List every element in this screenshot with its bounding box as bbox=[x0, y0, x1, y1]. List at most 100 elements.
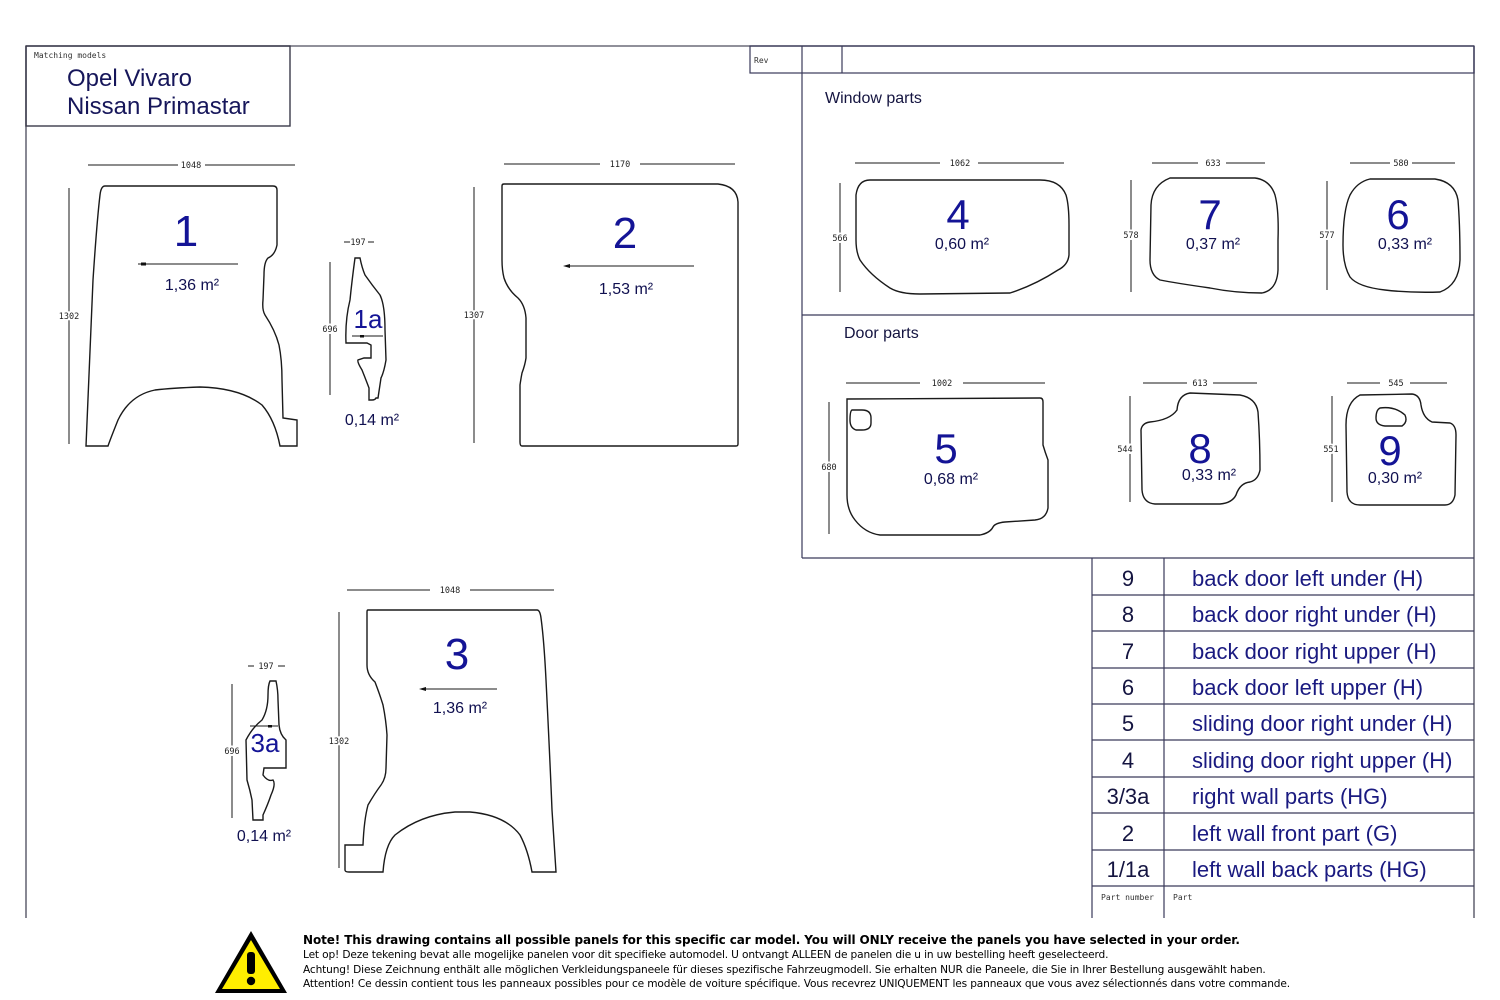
panel-1a-number: 1a bbox=[354, 304, 383, 334]
panel-7-width: 633 bbox=[1205, 159, 1220, 169]
table-row: 8 back door right under (H) bbox=[1122, 602, 1437, 627]
table-row: 2 left wall front part (G) bbox=[1122, 821, 1398, 846]
part-number-column-label: Part number bbox=[1101, 893, 1154, 902]
part-number: 1/1a bbox=[1107, 857, 1151, 882]
window-door-parts-frame: Window parts Door parts bbox=[801, 73, 1474, 559]
part-name: back door left under (H) bbox=[1192, 566, 1423, 591]
svg-text:000: 000 bbox=[1319, 231, 1334, 241]
panel-9-width: 545 bbox=[1388, 379, 1403, 389]
part-name: sliding door right upper (H) bbox=[1192, 748, 1452, 773]
panel-2-width: 1170 bbox=[610, 160, 630, 170]
panel-8-height: 544 bbox=[1117, 445, 1132, 455]
panel-8-width: 613 bbox=[1192, 379, 1207, 389]
part-number: 9 bbox=[1122, 566, 1134, 591]
part-number: 7 bbox=[1122, 639, 1134, 664]
note-english: Note! This drawing contains all possible… bbox=[303, 933, 1240, 947]
part-name: back door left upper (H) bbox=[1192, 675, 1423, 700]
panel-9-number: 9 bbox=[1378, 427, 1401, 474]
part-column-label: Part bbox=[1173, 893, 1192, 902]
panel-4-area: 0,60 m² bbox=[935, 236, 990, 253]
part-name: left wall back parts (HG) bbox=[1192, 857, 1427, 882]
part-name: right wall parts (HG) bbox=[1192, 784, 1388, 809]
panel-9-height: 551 bbox=[1323, 445, 1338, 455]
model-name-1: Opel Vivaro bbox=[67, 65, 192, 92]
panel-1a-width: 197 bbox=[350, 238, 365, 248]
model-name-2: Nissan Primastar bbox=[67, 93, 250, 120]
panel-1-number: 1 bbox=[174, 207, 198, 256]
panel-2-number: 2 bbox=[613, 209, 637, 258]
panel-7-area: 0,37 m² bbox=[1186, 236, 1241, 253]
table-row: 7 back door right upper (H) bbox=[1122, 639, 1437, 664]
panel-3: 1048 0000 1302 3 1,36 m² bbox=[327, 586, 557, 873]
panel-7: 633 000 578 7 0,37 m² bbox=[1121, 159, 1279, 294]
panel-3a-number: 3a bbox=[251, 728, 280, 758]
panel-3-height: 1302 bbox=[329, 737, 349, 747]
warning-icon bbox=[215, 931, 287, 993]
svg-text:000: 000 bbox=[1117, 445, 1132, 455]
note-french: Attention! Ce dessin contient tous les p… bbox=[303, 978, 1290, 990]
svg-text:000: 000 bbox=[1123, 231, 1138, 241]
part-number: 5 bbox=[1122, 711, 1134, 736]
panel-1-area: 1,36 m² bbox=[165, 277, 220, 294]
table-row: 9 back door left under (H) bbox=[1122, 566, 1423, 591]
part-number: 8 bbox=[1122, 602, 1134, 627]
parts-table: 9 back door left under (H) 8 back door r… bbox=[1091, 558, 1474, 918]
panel-7-height: 578 bbox=[1123, 231, 1138, 241]
panel-7-number: 7 bbox=[1198, 191, 1221, 238]
panel-4-height: 566 bbox=[832, 234, 847, 244]
panel-1: 1048 0000 1302 1 1,36 m² bbox=[57, 161, 298, 447]
note-german: Achtung! Diese Zeichnung enthält alle mö… bbox=[303, 963, 1266, 976]
svg-text:000: 000 bbox=[322, 325, 337, 335]
part-name: left wall front part (G) bbox=[1192, 821, 1397, 846]
note-dutch: Let op! Deze tekening bevat alle mogelij… bbox=[303, 949, 1109, 961]
panel-5-number: 5 bbox=[934, 425, 957, 472]
svg-text:0000: 0000 bbox=[329, 737, 349, 747]
table-row: 1/1a left wall back parts (HG) bbox=[1107, 857, 1427, 882]
panel-9: 545 000 551 9 0,30 m² bbox=[1321, 379, 1457, 506]
panel-4-number: 4 bbox=[946, 191, 969, 238]
matching-models-block: Matching models Opel Vivaro Nissan Prima… bbox=[25, 45, 291, 127]
part-number: 6 bbox=[1122, 675, 1134, 700]
svg-text:000: 000 bbox=[1323, 445, 1338, 455]
panel-8-area: 0,33 m² bbox=[1182, 467, 1237, 484]
panel-6-area: 0,33 m² bbox=[1378, 236, 1433, 253]
panel-1-height: 1302 bbox=[59, 312, 79, 322]
panel-6-height: 577 bbox=[1319, 231, 1334, 241]
panel-5-area: 0,68 m² bbox=[924, 471, 979, 488]
panel-3-number: 3 bbox=[445, 630, 469, 679]
part-name: back door right upper (H) bbox=[1192, 639, 1437, 664]
part-name: sliding door right under (H) bbox=[1192, 711, 1452, 736]
svg-text:0000: 0000 bbox=[464, 311, 484, 321]
svg-text:000: 000 bbox=[224, 747, 239, 757]
panel-3a-width: 197 bbox=[258, 662, 273, 672]
panel-3-area: 1,36 m² bbox=[433, 700, 488, 717]
table-row: 4 sliding door right upper (H) bbox=[1122, 748, 1453, 773]
panel-3a-height: 696 bbox=[224, 747, 239, 757]
svg-text:000: 000 bbox=[821, 463, 836, 473]
part-number: 4 bbox=[1122, 748, 1134, 773]
panel-8: 613 000 544 8 0,33 m² bbox=[1115, 379, 1261, 505]
panel-5: 1002 000 680 5 0,68 m² bbox=[819, 379, 1049, 536]
panel-1a-area: 0,14 m² bbox=[345, 412, 400, 429]
panel-1-width: 1048 bbox=[181, 161, 201, 171]
table-row: 3/3a right wall parts (HG) bbox=[1107, 784, 1388, 809]
panel-2-area: 1,53 m² bbox=[599, 281, 654, 298]
svg-text:000: 000 bbox=[832, 234, 847, 244]
revision-block: Rev bbox=[749, 45, 1475, 74]
table-row: 6 back door left upper (H) bbox=[1122, 675, 1423, 700]
matching-models-label: Matching models bbox=[34, 51, 106, 60]
panel-3a: 197 000 696 3a 0,14 m² bbox=[222, 662, 291, 845]
panel-9-area: 0,30 m² bbox=[1368, 470, 1423, 487]
panel-4: 1062 000 566 4 0,60 m² bbox=[830, 159, 1070, 295]
panel-8-number: 8 bbox=[1188, 425, 1211, 472]
panel-2: 1170 0000 1307 2 1,53 m² bbox=[462, 160, 739, 447]
part-name: back door right under (H) bbox=[1192, 602, 1437, 627]
svg-text:0000: 0000 bbox=[59, 312, 79, 322]
panel-6: 580 000 577 6 0,33 m² bbox=[1317, 159, 1461, 293]
panel-5-width: 1002 bbox=[932, 379, 952, 389]
table-row: 5 sliding door right under (H) bbox=[1122, 711, 1453, 736]
rev-label: Rev bbox=[754, 56, 769, 65]
part-number: 2 bbox=[1122, 821, 1134, 846]
part-number: 3/3a bbox=[1107, 784, 1151, 809]
